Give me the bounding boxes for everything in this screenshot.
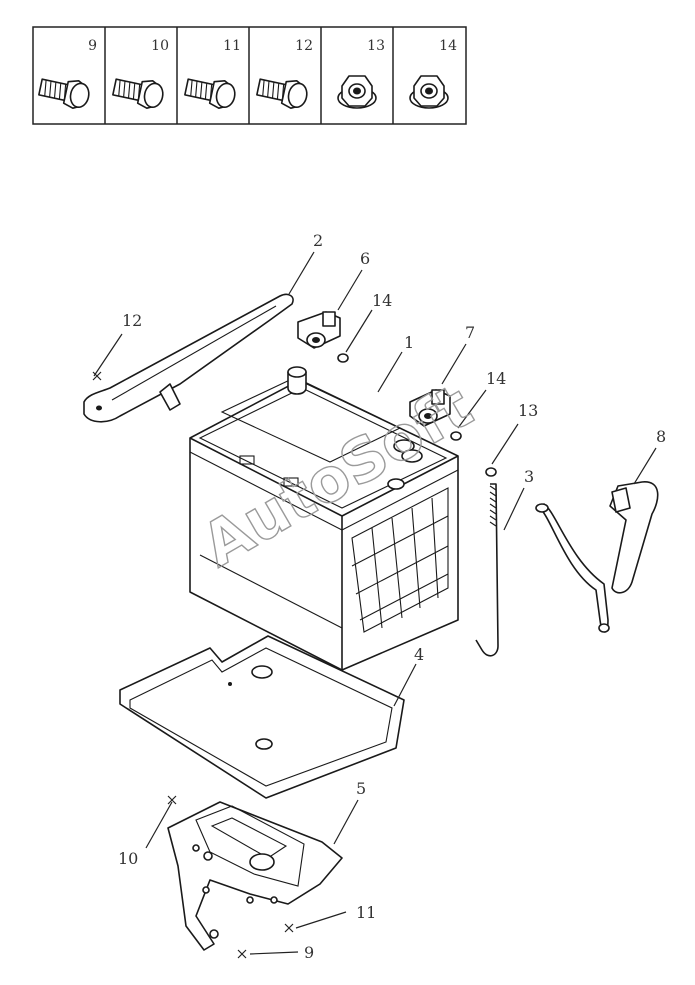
callout-13: 13 [518,401,538,420]
negative-post [387,439,423,490]
battery-handle-grid [351,487,449,633]
callout-14-upper: 14 [372,291,392,310]
table-cell-13: 13 [337,38,385,109]
leader-lines [92,251,657,959]
callout-2: 2 [313,231,323,250]
cell-number: 14 [439,38,457,54]
callout-3: 3 [524,467,534,486]
cell-number: 13 [367,38,385,54]
callout-11: 11 [356,903,376,922]
hold-down-bar [83,293,294,423]
washer-14a [337,353,349,363]
callout-4: 4 [414,645,424,664]
table-cell-10: 10 [110,38,169,112]
battery-tray [119,635,405,799]
table-cell-14: 14 [409,38,457,109]
ground-cable [535,481,659,633]
fastener-table: 9 10 11 12 13 14 [32,26,467,125]
callout-6: 6 [360,249,370,268]
positive-terminal-clamp [297,311,341,349]
callout-14-lower: 14 [486,369,506,388]
callout-5: 5 [356,779,366,798]
cell-number: 10 [151,38,169,54]
cell-number: 11 [223,38,241,54]
battery [189,366,459,671]
cell-number: 9 [88,38,97,54]
callout-9: 9 [304,943,314,962]
table-cell-11: 11 [182,38,241,112]
washer-14b [450,431,462,441]
callout-7: 7 [465,323,475,342]
callout-12: 12 [122,311,142,330]
callout-10: 10 [118,849,138,868]
washer-13 [485,467,497,477]
callout-1: 1 [404,333,414,352]
callout-labels: 1 2 3 4 5 6 7 8 9 10 11 12 13 14 14 [118,231,666,962]
negative-terminal-clamp [409,389,451,427]
table-cell-12: 12 [254,38,313,112]
hold-down-rod [475,483,499,657]
tray-bracket [167,801,343,951]
table-cell-9: 9 [36,38,97,112]
callout-8: 8 [656,427,666,446]
cell-number: 12 [295,38,313,54]
positive-post [287,366,307,395]
